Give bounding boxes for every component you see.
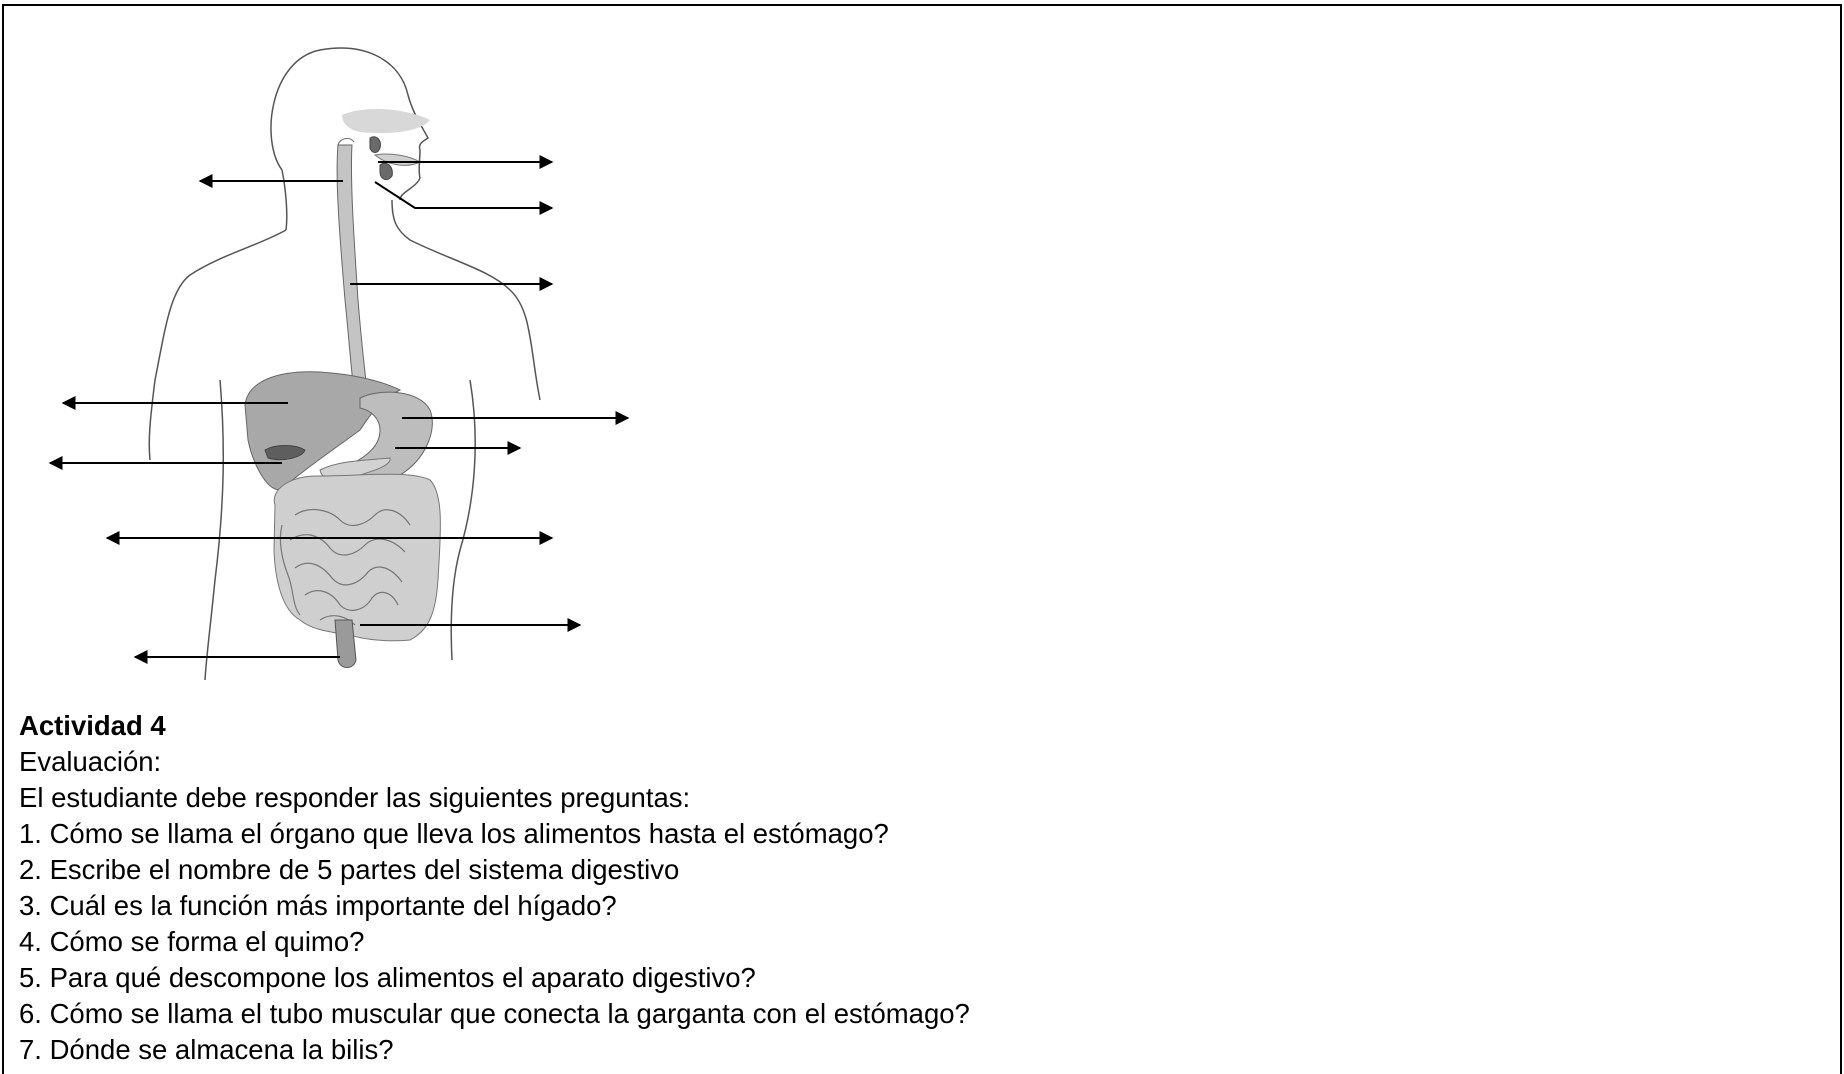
- digestive-system-diagram: [48, 47, 630, 680]
- activity-section: Actividad 4 Evaluación: El estudiante de…: [19, 708, 1819, 1068]
- question-4: 4. Cómo se forma el quimo?: [19, 926, 365, 957]
- question-5: 5. Para qué descompone los alimentos el …: [19, 962, 756, 993]
- question-3: 3. Cuál es la función más importante del…: [19, 890, 617, 921]
- label-arrows: [48, 155, 630, 664]
- question-1: 1. Cómo se llama el órgano que lleva los…: [19, 818, 889, 849]
- question-6: 6. Cómo se llama el tubo muscular que co…: [19, 998, 970, 1029]
- rectum: [334, 619, 357, 668]
- esophagus: [336, 144, 369, 401]
- question-2: 2. Escribe el nombre de 5 partes del sis…: [19, 854, 680, 885]
- nasal-cavity: [342, 108, 430, 134]
- evaluation-label: Evaluación:: [19, 746, 162, 777]
- large-intestine: [273, 473, 441, 642]
- salivary-glands: [369, 136, 393, 180]
- document-frame: [2, 4, 1842, 1074]
- gallbladder: [264, 445, 306, 461]
- arrow-right-2: [374, 181, 554, 215]
- activity-intro: El estudiante debe responder las siguien…: [19, 782, 691, 813]
- frame-gap: [544, 6, 684, 12]
- question-7: 7. Dónde se almacena la bilis?: [19, 1034, 394, 1065]
- activity-title: Actividad 4: [19, 710, 166, 741]
